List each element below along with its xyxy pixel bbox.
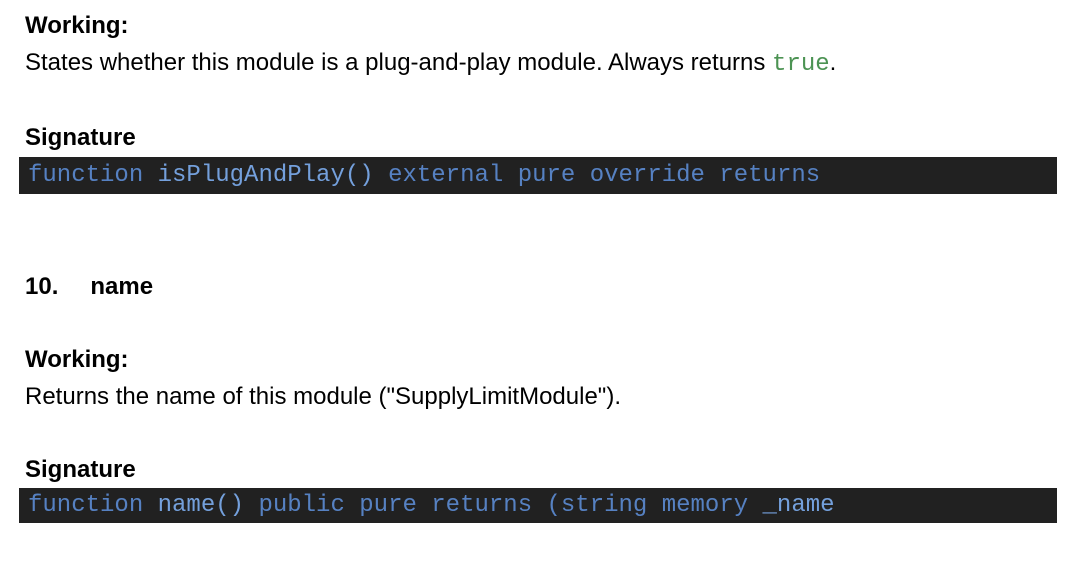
description-text-period: . — [829, 49, 837, 76]
code-token-keyword: function — [28, 491, 158, 519]
code-token-function-name: _name — [762, 491, 835, 519]
section-heading-name: 10. name — [25, 273, 153, 301]
working-heading: Working: — [25, 346, 129, 373]
code-token-function-name: name() — [157, 491, 245, 519]
signature-heading: Signature — [25, 456, 136, 483]
description-text: States whether this module is a plug-and… — [25, 49, 773, 76]
working-heading: Working: — [25, 12, 129, 39]
code-token-function-name: isPlugAndPlay() — [157, 161, 374, 189]
code-token-keyword: external pure override returns — [373, 161, 821, 189]
section-number: 10. — [25, 273, 59, 300]
code-token-keyword: public pure returns (string memory — [244, 491, 763, 519]
code-token-keyword: function — [28, 161, 158, 189]
inline-code-true: true — [772, 51, 830, 78]
signature-heading: Signature — [25, 124, 136, 151]
description-paragraph: States whether this module is a plug-and… — [25, 49, 836, 79]
description-paragraph: Returns the name of this module ("Supply… — [25, 383, 621, 410]
code-block-name-signature: function name() public pure returns (str… — [19, 488, 1057, 523]
section-title: name — [90, 273, 154, 300]
code-block-isplugandplay-signature: function isPlugAndPlay() external pure o… — [19, 157, 1057, 194]
